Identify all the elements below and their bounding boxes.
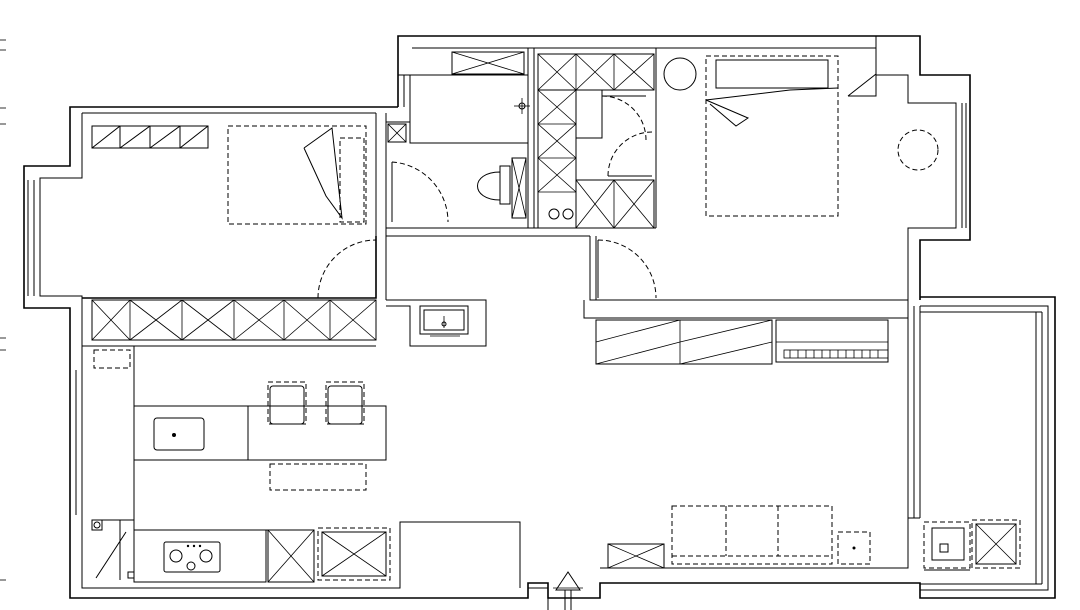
double-bed — [705, 55, 839, 217]
door-bathroom — [391, 161, 449, 223]
bar-stool — [267, 381, 307, 425]
kitchen-sink-icon — [153, 417, 205, 451]
bathroom — [387, 51, 530, 223]
tv-cabinet — [783, 349, 889, 359]
dining-kitchen — [91, 349, 391, 583]
washing-machine-icon — [971, 519, 1021, 569]
walk-in-closet — [537, 53, 655, 229]
living-room — [607, 505, 871, 569]
door-bedroom-left — [317, 239, 377, 299]
bar-stool — [325, 381, 365, 425]
shower-icon — [514, 98, 530, 114]
balcony — [923, 519, 1021, 571]
washbasin — [419, 305, 469, 337]
master-bedroom — [597, 55, 939, 299]
margin-ticks — [0, 39, 6, 581]
door-master — [597, 239, 657, 299]
bed — [227, 125, 367, 225]
cabinet-row — [91, 299, 377, 341]
round-table-icon — [663, 57, 697, 91]
sofa — [671, 505, 833, 565]
outer-walls — [23, 35, 1056, 599]
storage-cabinets — [595, 319, 889, 365]
toilet-icon — [477, 165, 511, 205]
bedroom-left — [91, 125, 377, 299]
stove-icon — [163, 541, 221, 573]
entrance-arrow-icon — [528, 571, 583, 610]
